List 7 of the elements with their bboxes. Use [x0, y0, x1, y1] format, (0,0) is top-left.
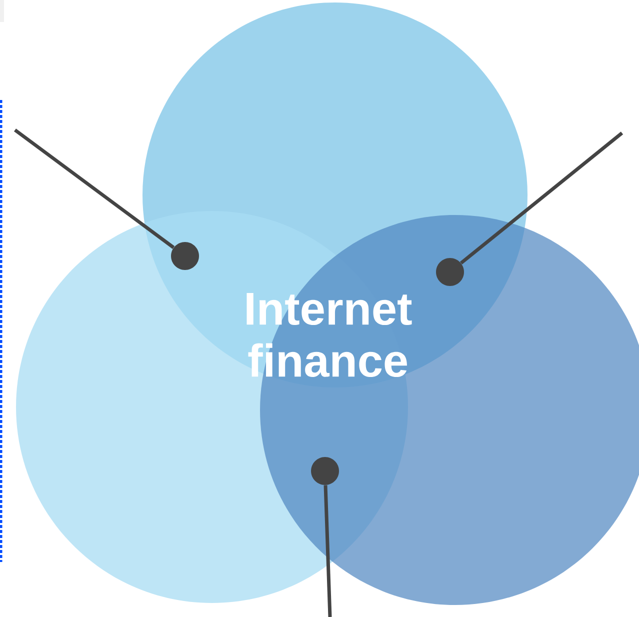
leader-dot — [311, 457, 339, 485]
leader-line — [324, 485, 332, 617]
leader-dot — [436, 258, 464, 286]
center-label: Internet finance — [246, 292, 412, 378]
leader-line — [460, 132, 624, 264]
leader-dot — [171, 242, 199, 270]
leader-line — [14, 128, 175, 249]
